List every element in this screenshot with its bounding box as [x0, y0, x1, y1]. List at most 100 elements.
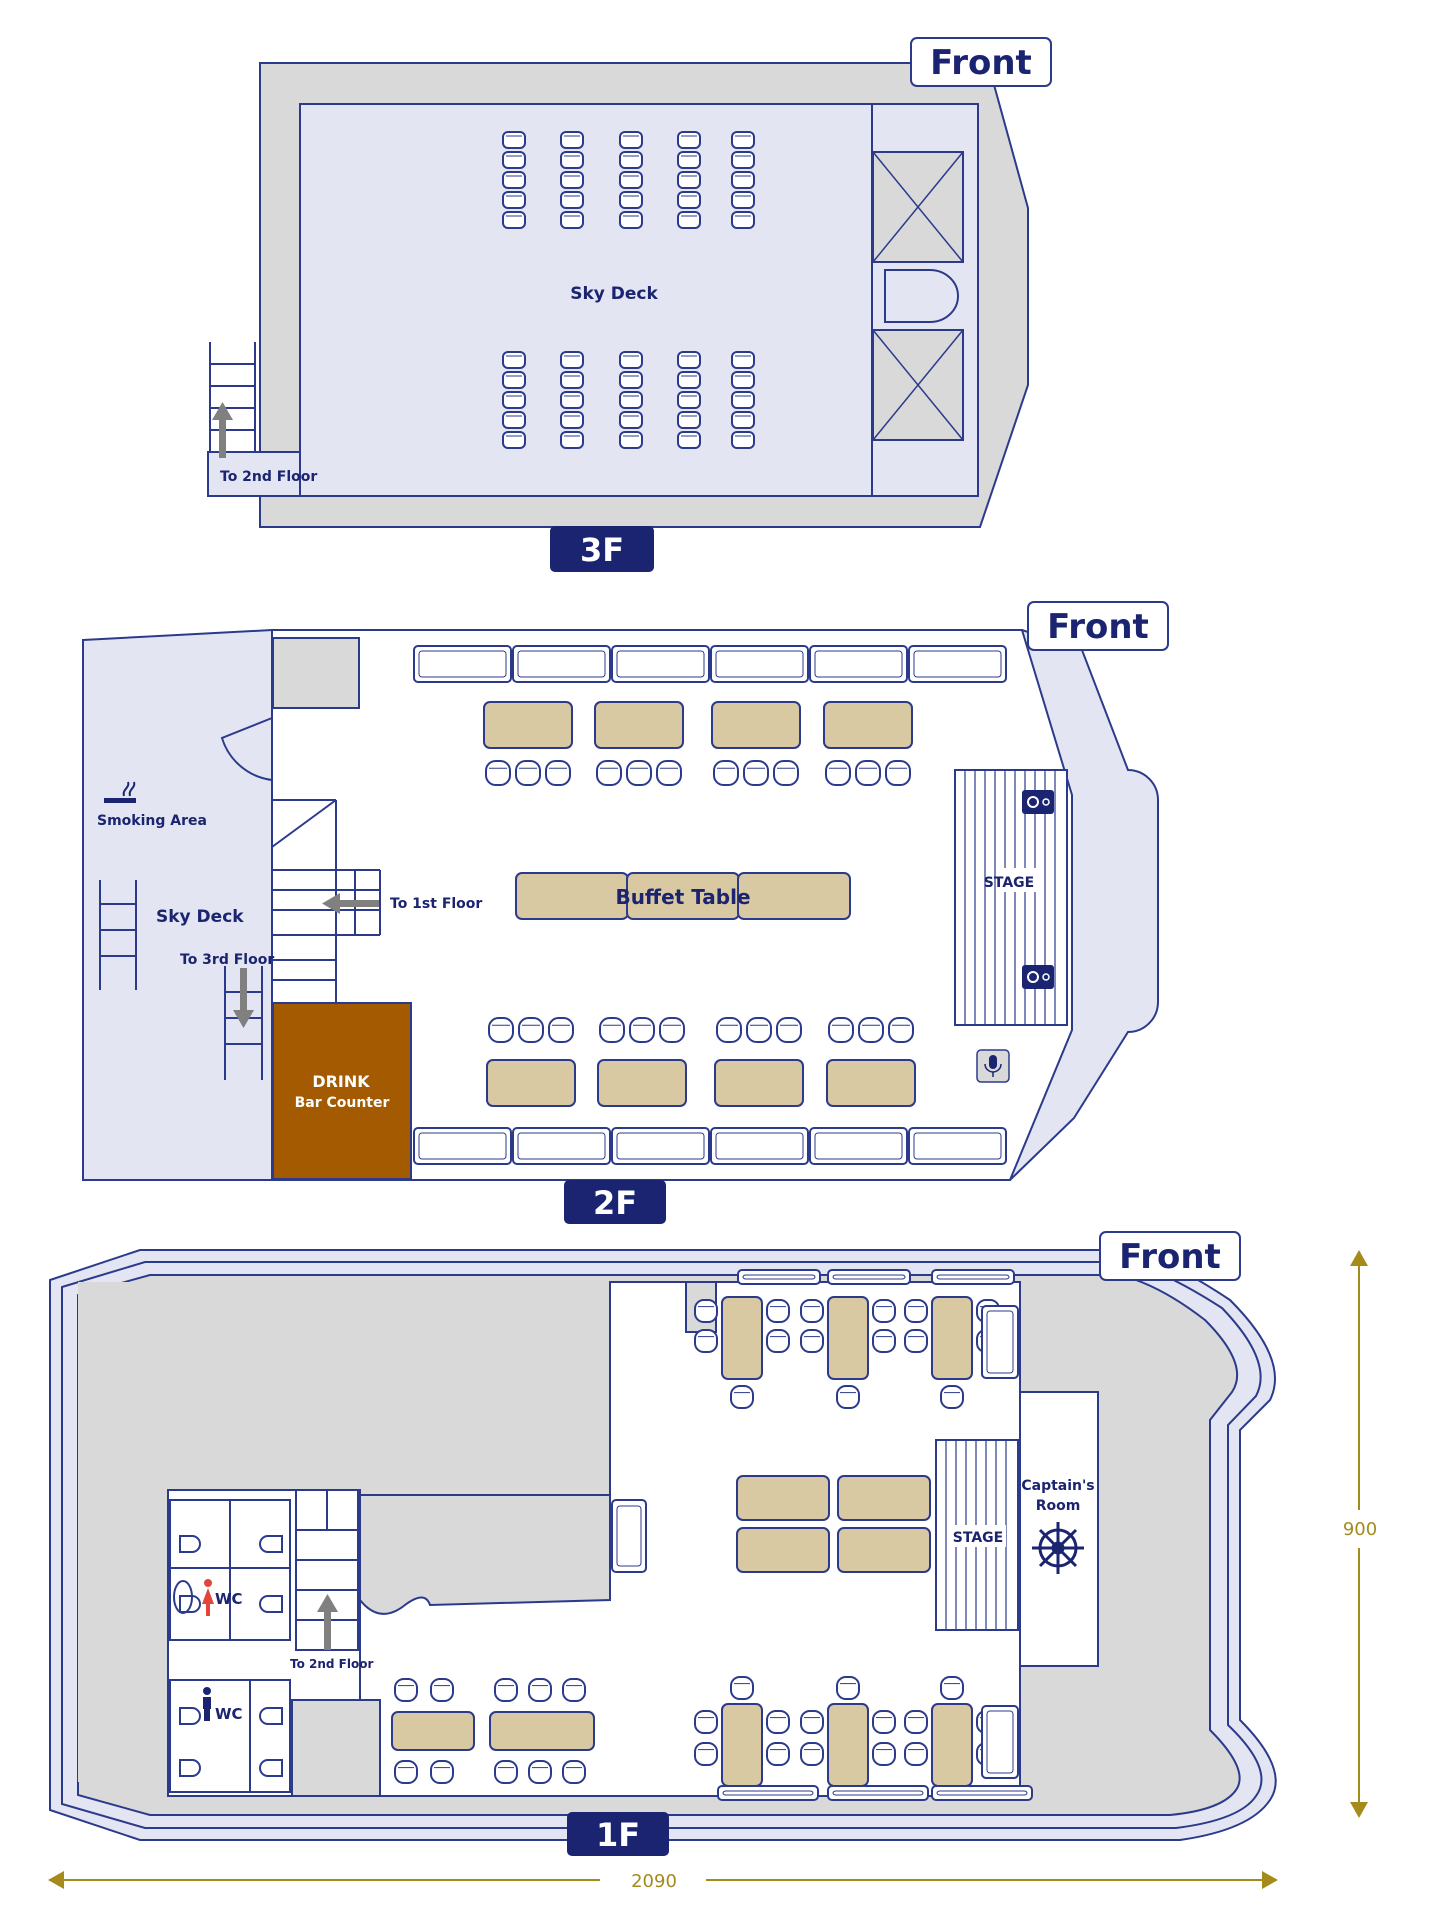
sofa	[611, 1127, 710, 1165]
table	[486, 1059, 576, 1107]
seat	[560, 391, 584, 409]
bar-counter: DRINK Bar Counter	[272, 1002, 412, 1180]
sofa	[809, 1127, 908, 1165]
chair	[836, 1676, 860, 1700]
chair	[430, 1760, 454, 1784]
chair	[872, 1329, 896, 1353]
seat	[731, 211, 755, 229]
chair	[940, 1385, 964, 1409]
seat	[731, 151, 755, 169]
sky-deck-room-3f	[299, 103, 979, 497]
chair	[766, 1329, 790, 1353]
chair	[904, 1710, 928, 1734]
chair	[825, 760, 851, 786]
smoking-area-label: Smoking Area	[97, 813, 207, 829]
front-tag-2f: Front	[1027, 601, 1169, 651]
speaker-icon	[1022, 965, 1054, 989]
wc-female-label: WC	[215, 1590, 243, 1608]
seat	[502, 351, 526, 369]
chair	[904, 1742, 928, 1766]
chair	[659, 1017, 685, 1043]
chair	[694, 1710, 718, 1734]
seat	[502, 131, 526, 149]
seat	[560, 371, 584, 389]
seat	[619, 131, 643, 149]
sky-deck-label-3f: Sky Deck	[570, 284, 658, 304]
seats-3f	[502, 131, 755, 449]
chair	[773, 760, 799, 786]
seat	[677, 171, 701, 189]
chair	[528, 1678, 552, 1702]
chair	[599, 1017, 625, 1043]
svg-text:Captain's: Captain's	[1021, 1478, 1094, 1494]
seat	[677, 391, 701, 409]
sofa	[611, 645, 710, 683]
chair	[855, 760, 881, 786]
sofa	[931, 1785, 1033, 1801]
seat	[731, 431, 755, 449]
floor-tag-1f: 1F	[567, 1812, 669, 1856]
chair	[836, 1385, 860, 1409]
stage-1f: STAGE	[935, 1439, 1019, 1631]
table	[594, 701, 684, 749]
chair	[800, 1299, 824, 1323]
chair	[766, 1710, 790, 1734]
svg-text:3F: 3F	[580, 531, 624, 569]
seat	[677, 191, 701, 209]
chair	[872, 1710, 896, 1734]
seat	[677, 411, 701, 429]
chair	[776, 1017, 802, 1043]
seat	[619, 391, 643, 409]
chair	[656, 760, 682, 786]
alcove-3f	[884, 269, 959, 323]
chair	[800, 1742, 824, 1766]
seat	[619, 431, 643, 449]
seat	[731, 191, 755, 209]
stairs-3f	[209, 342, 256, 452]
svg-text:2F: 2F	[593, 1184, 637, 1222]
seat	[560, 171, 584, 189]
dimension-width: 2090	[48, 1871, 1278, 1892]
seat	[560, 191, 584, 209]
chair	[515, 760, 541, 786]
sofa	[827, 1269, 911, 1285]
table	[489, 1711, 595, 1751]
table	[483, 701, 573, 749]
floor-1f: WC WC To 2nd	[49, 1231, 1277, 1856]
table	[391, 1711, 475, 1751]
seat	[560, 211, 584, 229]
floor-3f: To 2nd Floor Sky Deck Front 3F	[207, 37, 1052, 572]
table	[826, 1059, 916, 1107]
seat	[560, 411, 584, 429]
chair	[730, 1676, 754, 1700]
chair	[626, 760, 652, 786]
stair-arrow-icon	[322, 893, 379, 914]
seat	[502, 171, 526, 189]
seat	[502, 191, 526, 209]
table	[711, 701, 801, 749]
sofa	[737, 1269, 821, 1285]
stair-arrow-icon	[212, 402, 233, 458]
chair	[885, 760, 911, 786]
to-1st-floor-label: To 1st Floor	[390, 896, 482, 912]
chair	[629, 1017, 655, 1043]
door-2f	[220, 717, 273, 781]
sofa	[908, 1127, 1007, 1165]
table	[721, 1296, 763, 1380]
seat	[502, 151, 526, 169]
table	[931, 1296, 973, 1380]
chair	[494, 1678, 518, 1702]
seat	[560, 351, 584, 369]
seat	[502, 431, 526, 449]
table	[931, 1703, 973, 1787]
sky-deck-label-2f: Sky Deck	[156, 907, 244, 927]
sofa	[717, 1785, 819, 1801]
svg-text:Front: Front	[1119, 1237, 1221, 1277]
chair	[746, 1017, 772, 1043]
chair	[872, 1299, 896, 1323]
table	[736, 1475, 830, 1521]
chair	[713, 760, 739, 786]
sofa	[908, 645, 1007, 683]
microphone-icon	[976, 1049, 1010, 1083]
chair	[694, 1299, 718, 1323]
